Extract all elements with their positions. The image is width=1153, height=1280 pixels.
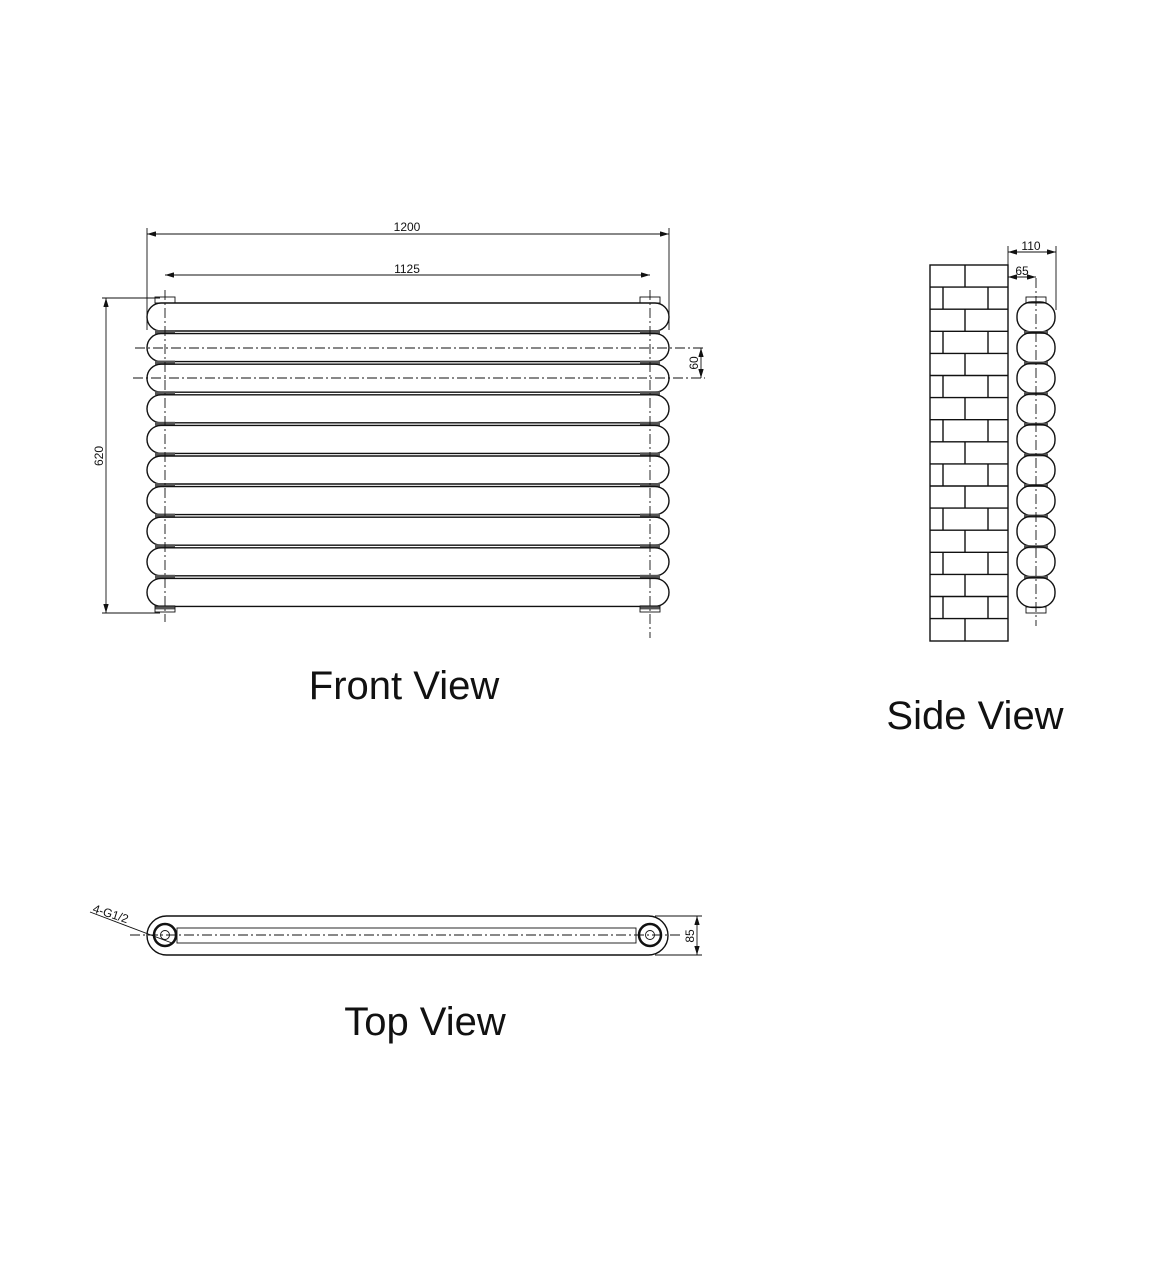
- front-tube: [146, 394, 670, 424]
- dimension-label: 1125: [394, 262, 420, 276]
- connection-left-bore: [160, 930, 170, 940]
- front-tube: [146, 332, 670, 363]
- dimension-label: 4-G1/2: [91, 902, 131, 927]
- front-view: 1200 1125 620 60 Front View: [92, 220, 705, 708]
- dimension-wall-to-centre: 65: [1008, 264, 1036, 280]
- tube-joint: [640, 605, 660, 610]
- wall-outline: [929, 264, 1009, 642]
- dimension-connections: 4-G1/2: [89, 902, 173, 944]
- brick-wall: [929, 264, 1009, 642]
- front-tube: [146, 302, 670, 332]
- dimension-top-depth: 85: [655, 915, 702, 956]
- dimension-label: 65: [1015, 264, 1029, 278]
- top-tube: [176, 927, 637, 944]
- tube-joint: [640, 574, 660, 579]
- front-tube: [146, 516, 670, 546]
- front-tube: [146, 485, 670, 516]
- dimension-depth: 110: [1007, 239, 1057, 310]
- front-tube: [146, 424, 670, 455]
- front-tube: [146, 577, 670, 608]
- tube-joint: [155, 574, 175, 579]
- dimension-label: 85: [683, 929, 697, 943]
- side-view: 110 65 Side View: [886, 239, 1063, 738]
- dimension-label: 620: [92, 446, 106, 466]
- front-view-title: Front View: [309, 664, 500, 708]
- dimension-centres: 1125: [165, 262, 650, 278]
- dimension-overall-width: 1200: [146, 220, 670, 330]
- dimension-height: 620: [92, 297, 160, 614]
- dimension-label: 1200: [394, 220, 421, 234]
- connection-right-bore: [645, 930, 655, 940]
- dimension-label: 60: [687, 356, 701, 370]
- tube-joint: [155, 605, 175, 610]
- front-tubes: [146, 296, 670, 613]
- top-view: 4-G1/2 85 Top View: [89, 902, 702, 1044]
- top-view-title: Top View: [344, 1000, 506, 1044]
- front-tube: [146, 455, 670, 485]
- side-view-title: Side View: [886, 694, 1063, 738]
- connection-right: [637, 922, 663, 948]
- connection-left: [152, 922, 178, 948]
- front-tube: [146, 547, 670, 577]
- dimension-tube-pitch: 60: [133, 347, 705, 379]
- dimension-label: 110: [1021, 239, 1040, 253]
- top-outline: [146, 915, 669, 956]
